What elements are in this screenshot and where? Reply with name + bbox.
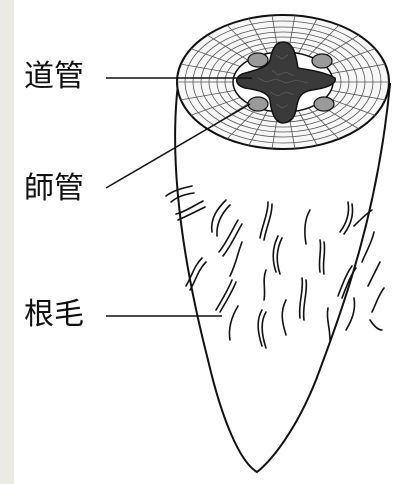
root-hair-label: 根毛 — [24, 300, 84, 330]
xylem-label: 道管 — [24, 62, 84, 92]
phloem-label: 師管 — [24, 174, 84, 204]
